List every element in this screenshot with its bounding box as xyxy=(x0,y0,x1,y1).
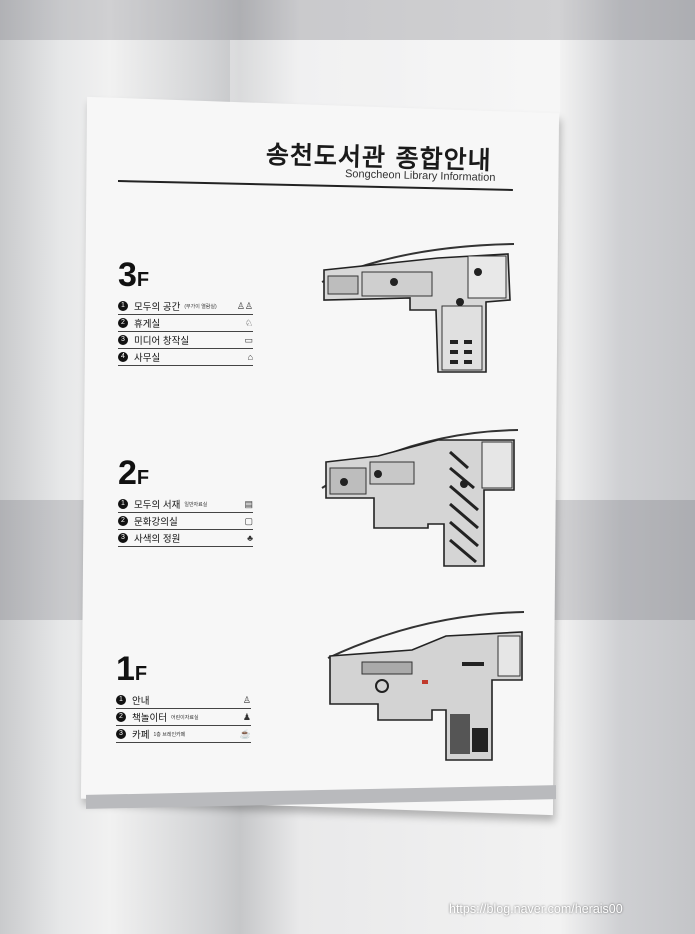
media-icon: ▭ xyxy=(244,334,253,345)
people-icon: ♙♙ xyxy=(236,300,253,311)
lounge-icon: ♘ xyxy=(244,317,253,328)
floor-3-label: 3F xyxy=(118,256,150,294)
lecture-icon: ▢ xyxy=(244,515,253,526)
floor-2-plan xyxy=(321,429,519,567)
window-shadow-top xyxy=(0,0,695,40)
garden-icon: ♣ xyxy=(247,533,253,543)
cafe-icon: ☕ xyxy=(239,728,251,739)
kids-icon: ♟ xyxy=(242,711,251,722)
floor-1-plan xyxy=(327,611,525,761)
books-icon: ▤ xyxy=(244,498,253,509)
floor-2-label: 2F xyxy=(118,454,150,492)
floor-3-plan xyxy=(321,243,515,373)
info-desk-icon: ♙ xyxy=(242,694,251,705)
blog-watermark: https://blog.naver.com/herais00 xyxy=(449,902,623,916)
floor-1-label: 1F xyxy=(116,650,148,688)
desk-icon: ⌂ xyxy=(247,352,253,362)
